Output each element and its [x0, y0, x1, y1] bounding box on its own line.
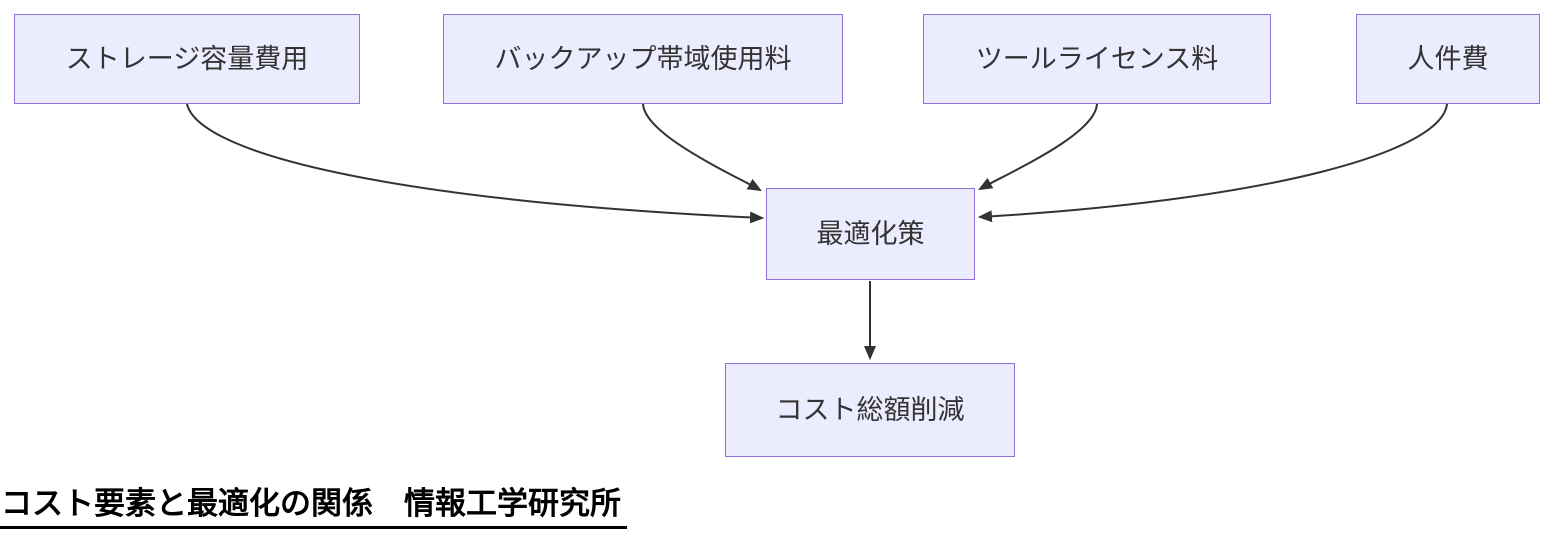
node-total-cost-reduction: コスト総額削減 — [725, 363, 1015, 457]
node-labor-cost: 人件費 — [1356, 14, 1540, 104]
edge-backup-to-optimization — [642, 103, 762, 192]
edge-labor-to-optimization — [977, 103, 1448, 223]
diagram-caption-text: コスト要素と最適化の関係 情報工学研究所 — [1, 486, 621, 521]
node-total-cost-reduction-label: コスト総額削減 — [775, 394, 965, 425]
edge-license-to-optimization — [978, 103, 1098, 191]
diagram-caption: コスト要素と最適化の関係 情報工学研究所 — [0, 486, 627, 529]
node-optimization-measures: 最適化策 — [766, 188, 975, 280]
node-backup-bandwidth-fee: バックアップ帯域使用料 — [443, 14, 843, 104]
node-labor-cost-label: 人件費 — [1407, 43, 1489, 74]
edge-storage-to-optimization — [186, 103, 765, 224]
node-storage-cost: ストレージ容量費用 — [14, 14, 360, 104]
node-storage-cost-label: ストレージ容量費用 — [65, 43, 309, 74]
node-optimization-measures-label: 最適化策 — [816, 218, 925, 249]
node-tool-license-fee: ツールライセンス料 — [923, 14, 1271, 104]
node-backup-bandwidth-fee-label: バックアップ帯域使用料 — [494, 43, 792, 74]
node-tool-license-fee-label: ツールライセンス料 — [975, 43, 1219, 74]
